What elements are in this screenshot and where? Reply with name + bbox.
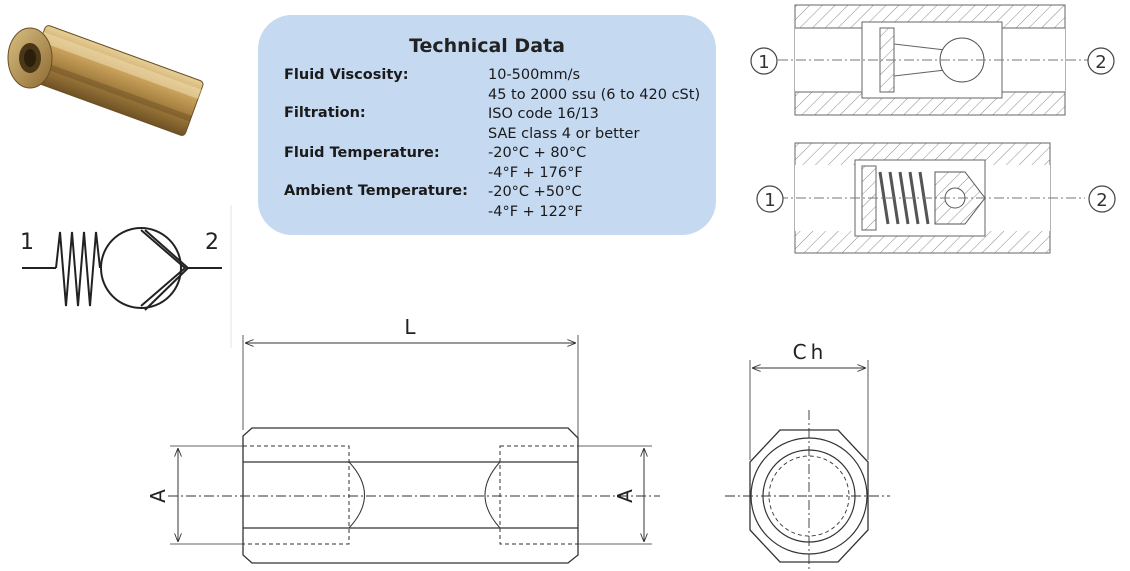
dimension-label-length: L [404,315,416,339]
spec-value-line: -4°F + 176°F [488,164,583,181]
section2-port-1-marker [756,185,784,213]
dimension-label-thread-left: A [146,489,170,503]
spec-label-ambient-temperature: Ambient Temperature: [284,183,468,199]
dimension-label-thread-right: A [613,489,637,503]
spec-value-viscosity: 10-500mm/s 45 to 2000 ssu (6 to 420 cSt) [488,66,700,105]
side-view-drawing [168,335,660,564]
spec-value-line: -20°C +50°C [488,184,582,200]
section-view-ball [760,4,1090,116]
section1-port-2: 2 [1095,52,1106,73]
spec-label-viscosity: Fluid Viscosity: [284,67,409,83]
section2-port-2-marker [1088,185,1116,213]
dimension-label-hex: Ch [793,340,828,364]
section2-port-1: 1 [764,190,775,211]
spec-value-line: -20°C + 80°C [488,145,587,161]
check-valve-symbol [22,227,222,311]
section1-port-1: 1 [758,52,769,73]
spec-label-filtration: Filtration: [284,105,366,121]
spec-label-fluid-temperature: Fluid Temperature: [284,145,440,161]
section1-port-2-marker [1087,47,1115,75]
spec-value-line: SAE class 4 or better [488,125,640,142]
section2-port-2: 2 [1096,190,1107,211]
spec-value-line: ISO code 16/13 [488,106,599,122]
technical-data-title: Technical Data [409,35,565,57]
spec-value-line: -4°F + 122°F [488,203,583,220]
spec-value-filtration: ISO code 16/13 SAE class 4 or better [488,105,639,144]
symbol-port-1: 1 [20,230,34,255]
spec-value-line: 45 to 2000 ssu (6 to 420 cSt) [488,86,701,103]
valve-photo [7,25,204,136]
section1-port-1-marker [750,47,778,75]
end-view-drawing [725,360,890,571]
spec-value-ambient-temperature: -20°C +50°C -4°F + 122°F [488,183,583,222]
symbol-port-2: 2 [205,230,219,255]
technical-data-panel: Technical Data Fluid Viscosity: 10-500mm… [258,15,716,235]
spec-value-line: 10-500mm/s [488,67,581,83]
section-view-poppet [760,142,1085,254]
spec-value-fluid-temperature: -20°C + 80°C -4°F + 176°F [488,144,586,183]
